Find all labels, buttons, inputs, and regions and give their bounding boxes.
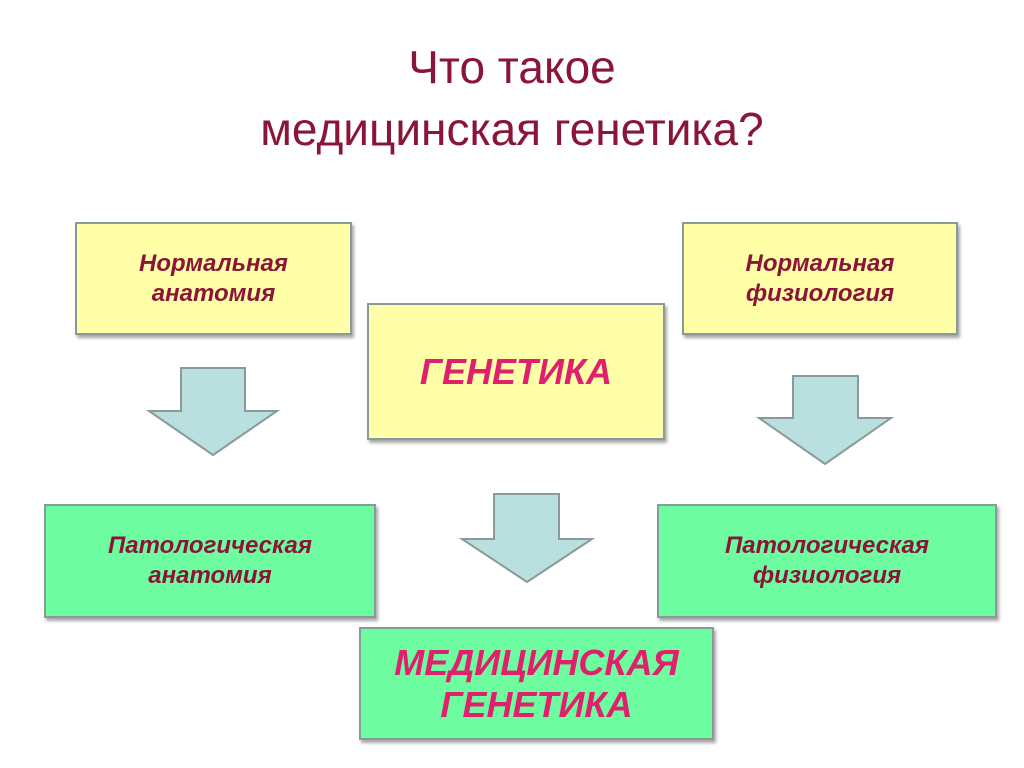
box-normal-physiology: Нормальная физиология xyxy=(682,222,958,335)
box-medical-genetics: МЕДИЦИНСКАЯ ГЕНЕТИКА xyxy=(359,627,714,740)
box-pathological-anatomy-line-2: анатомия xyxy=(148,562,272,589)
box-genetics: ГЕНЕТИКА xyxy=(367,303,665,440)
box-normal-anatomy: Нормальная анатомия xyxy=(75,222,352,335)
arrow-down-icon-left xyxy=(145,367,281,457)
box-normal-anatomy-line-1: Нормальная xyxy=(139,249,288,277)
box-pathological-anatomy: Патологическая анатомия xyxy=(44,504,376,618)
box-genetics-label: ГЕНЕТИКА xyxy=(419,350,613,392)
box-normal-anatomy-line-2: анатомия xyxy=(151,279,276,307)
box-pathological-physiology-line-2: физиология xyxy=(752,562,902,589)
box-pathological-anatomy-line-1: Патологическая xyxy=(108,532,312,559)
title-line-1: Что такое xyxy=(408,41,616,93)
box-pathological-physiology-line-1: Патологическая xyxy=(725,532,929,559)
box-normal-physiology-line-1: Нормальная xyxy=(745,249,895,277)
box-pathological-physiology: Патологическая физиология xyxy=(657,504,997,618)
title-line-2: медицинская генетика? xyxy=(260,103,764,155)
arrow-down-icon-right xyxy=(755,375,895,466)
page-title: Что такое медицинская генетика? xyxy=(0,36,1024,160)
box-normal-physiology-line-2: физиология xyxy=(745,279,895,307)
box-medical-genetics-line-1: МЕДИЦИНСКАЯ xyxy=(394,641,679,683)
box-medical-genetics-line-2: ГЕНЕТИКА xyxy=(440,683,633,725)
arrow-down-icon-center xyxy=(458,493,596,584)
